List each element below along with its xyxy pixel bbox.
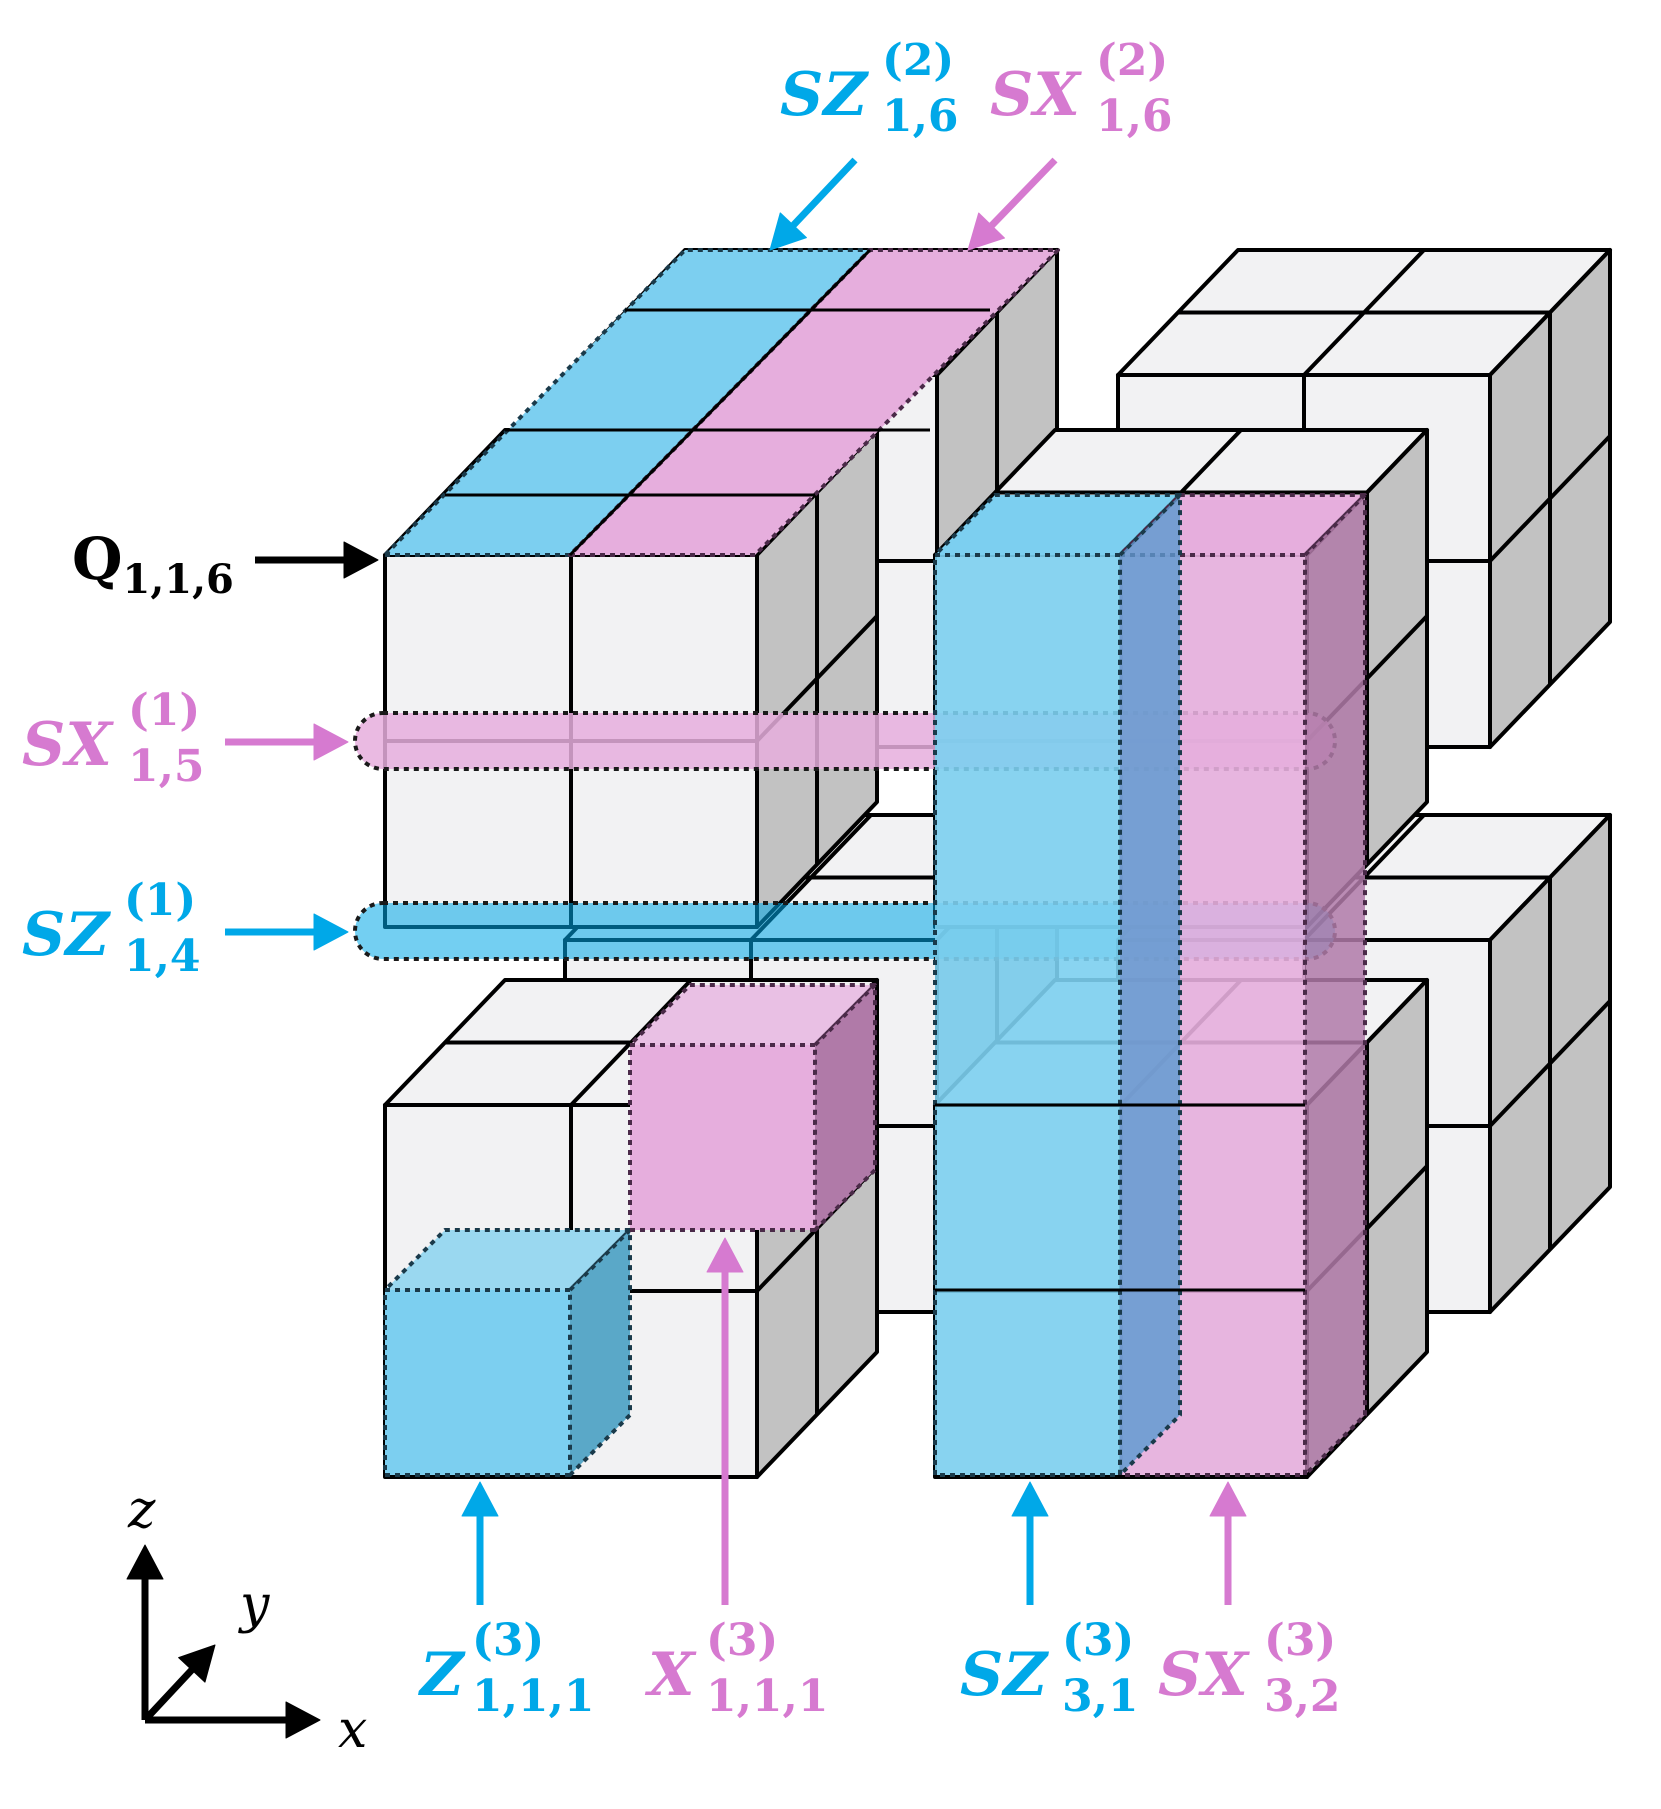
- label-sz-1-14-sup: (1): [124, 875, 197, 926]
- z-3-111-cube-front: [383, 1288, 572, 1477]
- axis-y-arrow: [142, 1644, 216, 1723]
- block-grid-line: [1488, 434, 1612, 563]
- arrow-head: [1011, 1481, 1049, 1517]
- label-sx-3-32-sup: (3): [1264, 1615, 1337, 1666]
- label-sz-1-14-main: SZ: [22, 900, 110, 970]
- label-sz-3-31-main: SZ: [960, 1640, 1048, 1710]
- arrow-head: [343, 541, 379, 579]
- strip-divider: [568, 248, 872, 557]
- label-sx-3-32-sub: 3,2: [1264, 1671, 1341, 1722]
- sx-column-side: [1303, 493, 1367, 1477]
- z-3-111-cube-top: [383, 1228, 632, 1292]
- qubit-label: Q1,1,6: [72, 525, 234, 603]
- qubit-label-sub: 1,1,6: [122, 556, 234, 603]
- label-sz-2-16: SZ (2) 1,6: [780, 39, 959, 139]
- column-divider-face: [1118, 493, 1182, 1477]
- arrow-head: [706, 1237, 744, 1273]
- axis-x-label: x: [338, 1700, 368, 1760]
- axis-z-label: z: [128, 1480, 156, 1540]
- label-sz-2-16-sup: (2): [882, 35, 955, 86]
- arrow-qubit: [255, 541, 379, 579]
- arrow-shaft: [790, 157, 858, 228]
- label-sx-2-16-main: SX: [990, 60, 1080, 130]
- arrow-sz-1-14: [225, 913, 349, 951]
- label-sx-3-32: SX (3) 3,2: [1158, 1619, 1341, 1719]
- label-sx-2-16-sup: (2): [1096, 35, 1169, 86]
- arrow-head: [967, 212, 1006, 251]
- arrow-head: [285, 1701, 321, 1739]
- label-x-3-111-sub: 1,1,1: [706, 1671, 829, 1722]
- x-3-111-cube-front: [628, 1043, 817, 1232]
- arrow-head: [313, 723, 349, 761]
- arrow-shaft: [989, 157, 1058, 228]
- label-z-3-111-sup: (3): [472, 1615, 545, 1666]
- axis-z-arrow: [126, 1544, 164, 1720]
- label-x-3-111-main: X: [648, 1640, 695, 1710]
- label-z-3-111: Z (3) 1,1,1: [420, 1619, 594, 1719]
- label-sz-3-31-sup: (3): [1062, 1615, 1135, 1666]
- arrow-head: [461, 1481, 499, 1517]
- arrow-sx-3-32: [1209, 1481, 1247, 1605]
- label-sx-2-16: SX (2) 1,6: [990, 39, 1173, 139]
- z-3-111-cube-side: [568, 1228, 632, 1477]
- label-x-3-111-sup: (3): [706, 1615, 779, 1666]
- label-sz-3-31: SZ (3) 3,1: [960, 1619, 1139, 1719]
- arrow-head: [126, 1544, 164, 1580]
- arrow-sx-2-16: [967, 157, 1058, 251]
- block-grid-line: [1488, 999, 1612, 1128]
- label-sz-1-14: SZ (1) 1,4: [22, 879, 201, 979]
- axis-y-label: y: [240, 1575, 270, 1635]
- label-sz-2-16-sub: 1,6: [882, 91, 959, 142]
- x-3-111-cube-top: [628, 983, 877, 1047]
- sz-3-31-column: [933, 553, 1122, 1477]
- arrow-x-3-111: [706, 1237, 744, 1605]
- label-sx-1-15-sup: (1): [128, 685, 201, 736]
- label-sx-1-15-main: SX: [22, 710, 112, 780]
- arrow-head: [769, 212, 807, 251]
- label-sz-2-16-main: SZ: [780, 60, 868, 130]
- qubit-label-main: Q: [72, 525, 123, 593]
- label-sx-1-15: SX (1) 1,5: [22, 689, 205, 789]
- axis-x-arrow: [145, 1701, 321, 1739]
- label-sz-3-31-sub: 3,1: [1062, 1671, 1139, 1722]
- label-z-3-111-sub: 1,1,1: [472, 1671, 595, 1722]
- arrow-sx-1-15: [225, 723, 349, 761]
- arrow-head: [313, 913, 349, 951]
- label-sx-3-32-main: SX: [1158, 1640, 1248, 1710]
- arrow-sz-3-31: [1011, 1481, 1049, 1605]
- label-z-3-111-main: Z: [420, 1640, 464, 1710]
- sz-3-31-column-top: [933, 493, 1182, 557]
- sx-2-16-top-strip: [568, 248, 1060, 557]
- arrow-shaft: [142, 1667, 195, 1723]
- label-x-3-111: X (3) 1,1,1: [648, 1619, 828, 1719]
- x-3-111-cube-side: [813, 983, 877, 1232]
- label-sx-1-15-sub: 1,5: [128, 741, 205, 792]
- arrow-head: [178, 1644, 216, 1683]
- label-sx-2-16-sub: 1,6: [1096, 91, 1173, 142]
- arrow-z-3-111: [461, 1481, 499, 1605]
- arrow-head: [1209, 1481, 1247, 1517]
- arrow-sz-2-16: [769, 157, 858, 251]
- label-sz-1-14-sub: 1,4: [124, 931, 201, 982]
